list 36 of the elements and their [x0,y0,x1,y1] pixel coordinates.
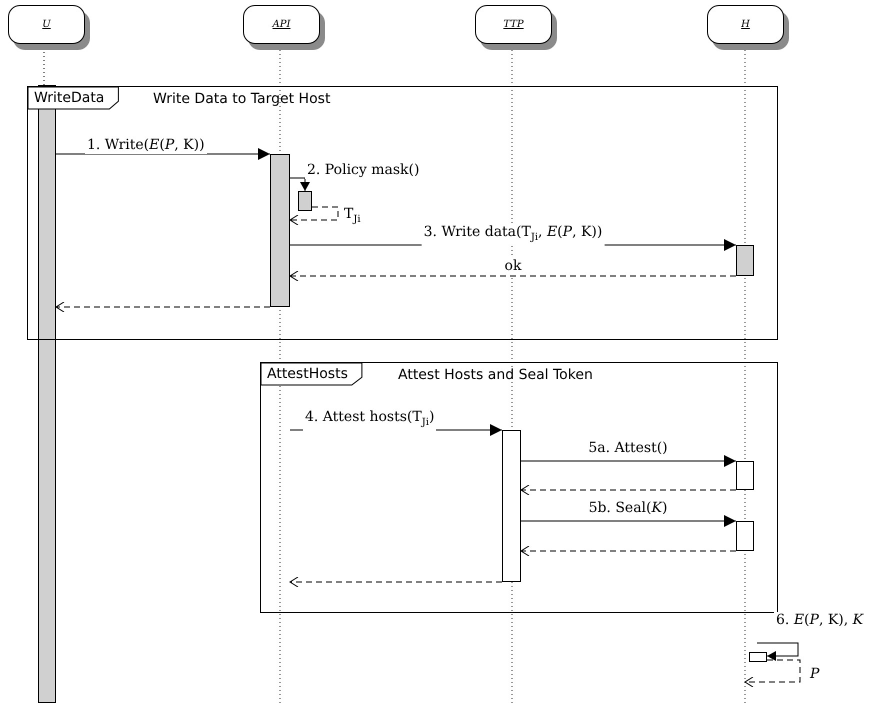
message-label: 5b. Seal(K) [586,500,670,517]
return-arrow [290,206,338,226]
activation-bar [736,461,754,490]
participant-name: U [42,19,51,30]
return-arrow [290,576,502,588]
activation-bar [298,191,312,211]
interaction-frame [260,362,778,613]
activation-bar [736,245,754,276]
return-arrow [744,660,800,688]
participant-name: API [272,19,290,30]
message-arrow [520,515,736,527]
message-arrow [520,455,736,467]
interaction-frame [27,86,778,340]
message-label: 2. Policy mask() [305,162,422,179]
message-arrow [756,642,798,661]
activation-bar [736,521,754,551]
frame-title: Attest Hosts and Seal Token [398,367,593,383]
return-arrow [520,546,736,556]
frame-tag: AttestHosts [261,363,362,385]
message-label: 4. Attest hosts(T$_{Ji}$) [303,409,436,431]
participant-name: H [741,19,750,30]
message-label: 3. Write data(T$_{Ji}$, E(P, K)) [422,224,604,246]
frame-title: Write Data to Target Host [153,91,330,107]
message-arrow [56,148,270,160]
message-label: 1. Write(E(P, K)) [85,137,207,154]
message-arrow [290,178,310,192]
activation-bar [749,652,767,662]
return-arrow [520,484,736,496]
activation-bar [270,154,290,307]
message-label: 6. E(P, K), K [774,612,866,629]
activation-bar [502,430,521,582]
return-arrow [56,302,270,312]
message-label: ok [502,258,524,275]
frame-tag: WriteData [28,87,118,109]
participant-name: TTP [503,19,524,30]
return-arrow [290,270,736,282]
